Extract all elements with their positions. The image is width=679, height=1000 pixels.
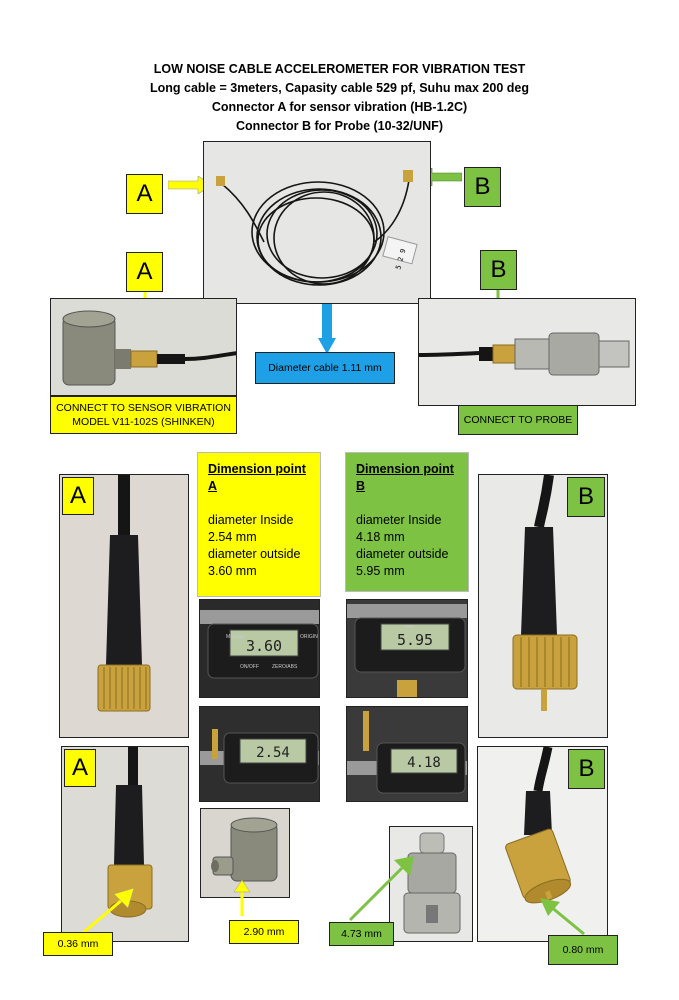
pin-b-photo: B: [477, 746, 608, 942]
label-pin-a-size: 0.36 mm: [43, 932, 113, 956]
dimension-a-inside-label: diameter Inside: [208, 513, 294, 527]
caliper-image-outside-a: Mitutoyo ORIGIN 3.60 ON/OFF ZERO/ABS: [200, 600, 319, 697]
pin-a-photo: A: [61, 746, 189, 942]
label-sensor-size: 2.90 mm: [229, 920, 299, 944]
arrow-pin-a: [83, 888, 135, 934]
title-line-2: Long cable = 3meters, Capasity cable 529…: [150, 81, 529, 95]
caliper-reading-outside-a: 3.60: [246, 637, 282, 655]
label-b-second: B: [480, 250, 517, 290]
bnc-small-image: [390, 827, 472, 941]
connector-b-image: [479, 475, 607, 737]
dimension-b-inside-value: 4.18 mm: [356, 530, 405, 544]
title-line-1: LOW NOISE CABLE ACCELEROMETER FOR VIBRAT…: [153, 62, 526, 76]
caption-probe: CONNECT TO PROBE: [458, 405, 578, 435]
caliper-brand: Mitutoyo: [226, 634, 245, 640]
sensor-small-photo: [200, 808, 290, 898]
caliper-onoff-label: ON/OFF: [240, 664, 259, 670]
dimension-a-outside-value: 3.60 mm: [208, 564, 257, 578]
cable-coil-image: 5 2 9: [204, 142, 430, 303]
connector-a-photo: A: [59, 474, 189, 738]
dimension-b-outside-label: diameter outside: [356, 547, 449, 561]
sensor-small-image: [201, 809, 289, 897]
arrow-diameter-cable: [318, 304, 336, 354]
dimension-b-outside-value: 5.95 mm: [356, 564, 405, 578]
dimension-b-inside-label: diameter Inside: [356, 513, 442, 527]
label-bnc-size: 4.73 mm: [329, 922, 394, 946]
dimension-a-heading: Dimension point A: [208, 462, 306, 493]
caliper-origin-label: ORIGIN: [300, 634, 318, 640]
caliper-reading-inside-b: 4.18: [407, 755, 441, 771]
label-a-top: A: [126, 174, 163, 214]
dimension-b-box: Dimension point B diameter Inside 4.18 m…: [345, 452, 469, 612]
connector-b-photo: B: [478, 474, 608, 738]
connector-a-image: [60, 475, 188, 737]
dimension-a-inside-value: 2.54 mm: [208, 530, 257, 544]
bnc-small-photo: [389, 826, 473, 942]
bnc-image: [419, 299, 635, 405]
caliper-image-inside-b: 4.18: [347, 707, 467, 801]
caliper-reading-outside-b: 5.95: [397, 631, 433, 649]
cable-coil-photo: 5 2 9: [203, 141, 431, 304]
label-a-pin-photo: A: [64, 749, 96, 787]
arrow-sensor-size: [233, 880, 251, 916]
label-b-pin-photo: B: [568, 749, 605, 789]
bnc-photo: [418, 298, 636, 406]
caliper-reading-inside-a: 2.54: [256, 745, 290, 761]
caliper-photo-outside-b: mm 5.95: [346, 599, 468, 698]
label-b-top: B: [464, 167, 501, 207]
label-pin-b-size: 0.80 mm: [548, 935, 618, 965]
title-line-4: Connector B for Probe (10-32/UNF): [236, 119, 443, 133]
dimension-a-outside-label: diameter outside: [208, 547, 301, 561]
label-a-connector-photo: A: [62, 477, 94, 515]
sensor-photo: [50, 298, 237, 396]
arrow-bnc-size: [348, 856, 414, 922]
caliper-unit-label: mm: [405, 624, 413, 630]
caliper-zero-label: ZERO/ABS: [272, 664, 298, 670]
caption-diameter-cable: Diameter cable 1.11 mm: [255, 352, 395, 384]
label-b-connector-photo: B: [567, 477, 605, 517]
sensor-image: [51, 299, 236, 395]
arrow-pin-b: [540, 898, 585, 936]
label-a-second: A: [126, 252, 163, 292]
caliper-image-inside-a: 2.54: [200, 707, 319, 801]
caption-sensor: CONNECT TO SENSOR VIBRATION MODEL V11-10…: [50, 396, 237, 434]
dimension-b-heading: Dimension point B: [356, 462, 454, 493]
document-title: LOW NOISE CABLE ACCELEROMETER FOR VIBRAT…: [0, 60, 679, 136]
dimension-a-box: Dimension point A diameter Inside 2.54 m…: [197, 452, 321, 612]
caliper-photo-outside-a: Mitutoyo ORIGIN 3.60 ON/OFF ZERO/ABS: [199, 599, 320, 698]
title-line-3: Connector A for sensor vibration (HB-1.2…: [211, 100, 468, 114]
caliper-image-outside-b: mm 5.95: [347, 600, 467, 697]
caliper-photo-inside-a: 2.54: [199, 706, 320, 802]
caliper-photo-inside-b: 4.18: [346, 706, 468, 802]
